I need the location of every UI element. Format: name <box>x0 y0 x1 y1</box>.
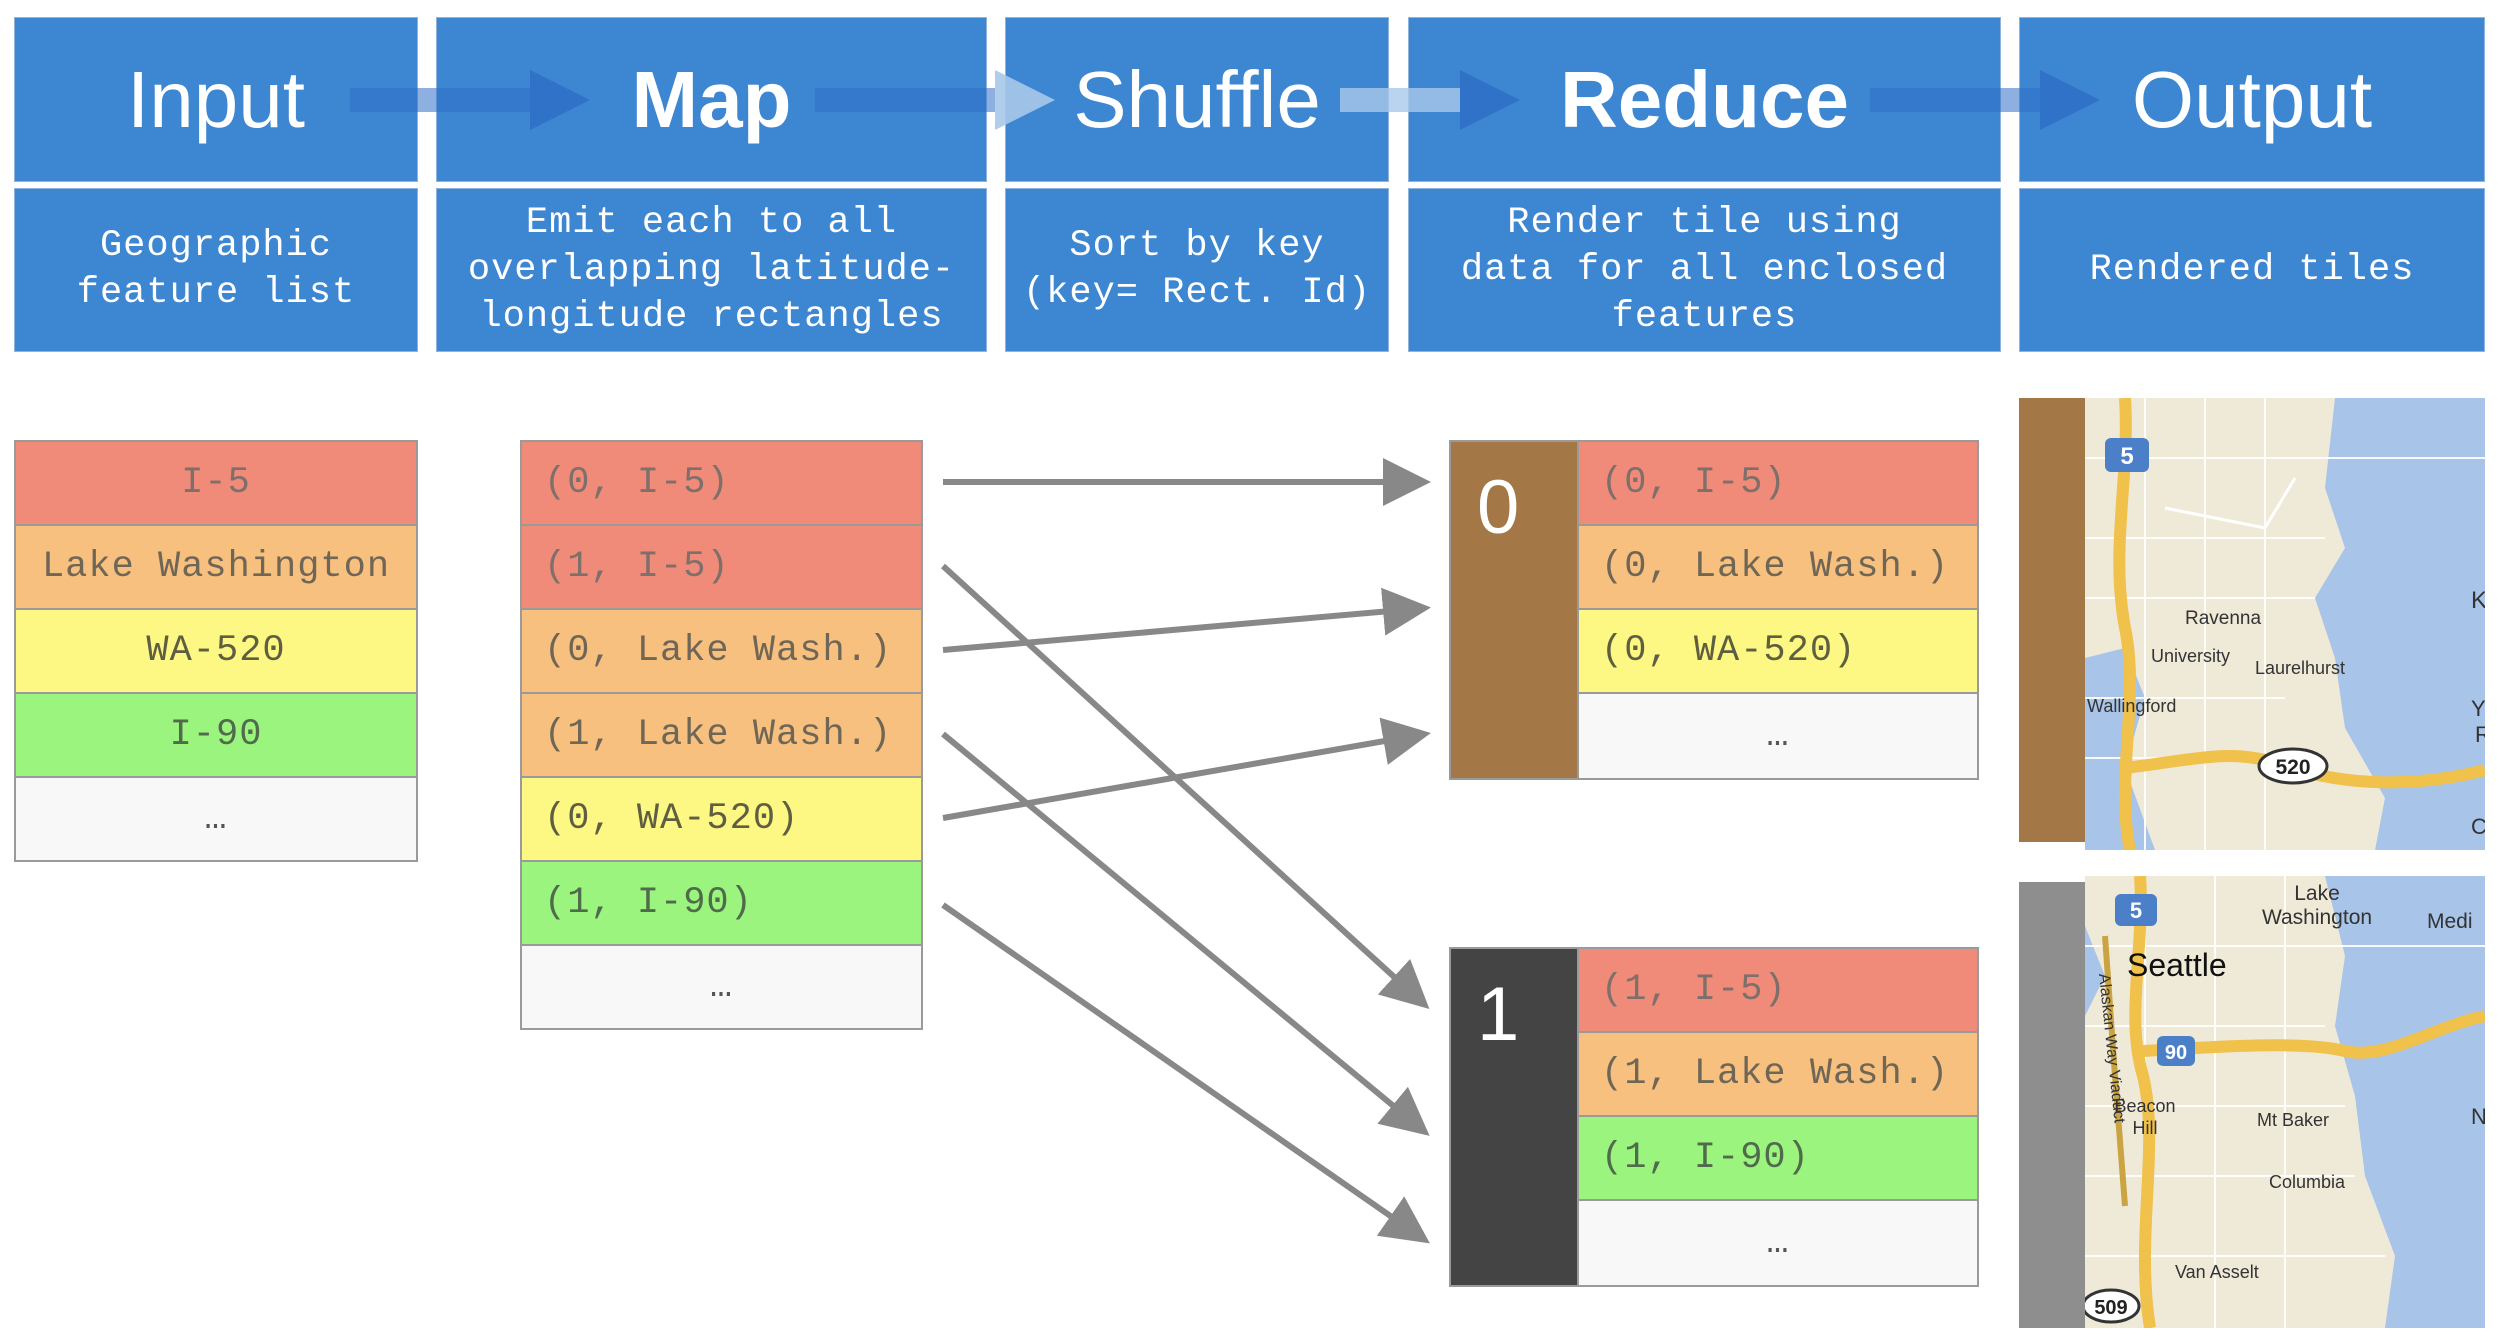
map-label: Lake <box>2294 882 2340 905</box>
stage-desc-input: Geographic feature list <box>14 188 418 352</box>
map-item: (1, I-5) <box>520 524 923 610</box>
map-label: Beacon <box>2114 1096 2175 1116</box>
desc-line: Rendered tiles <box>2089 248 2415 291</box>
map-label: Van Asselt <box>2175 1262 2259 1282</box>
map-label: 90 <box>2165 1042 2187 1064</box>
input-item: … <box>14 776 418 862</box>
tile-key-bar-1 <box>2019 882 2085 1328</box>
map-label: Washington <box>2262 906 2372 929</box>
map-label: Seattle <box>2127 947 2227 983</box>
reduce-key-1: 1 <box>1449 947 1579 1287</box>
connector-arrow <box>942 587 1431 653</box>
desc-line: (key= Rect. Id) <box>1022 272 1372 314</box>
stage-title-shuffle: Shuffle <box>1005 17 1389 182</box>
map-label: C <box>2471 814 2485 839</box>
map-label: Laurelhurst <box>2255 658 2345 678</box>
reduce-item: (0, WA-520) <box>1577 608 1979 694</box>
connector-arrow <box>942 717 1431 821</box>
desc-line: Emit each to all <box>525 201 898 244</box>
stage-desc-output: Rendered tiles <box>2019 188 2485 352</box>
reduce-item: … <box>1577 1199 1979 1287</box>
input-item: Lake Washington <box>14 524 418 610</box>
map-label: Y <box>2471 696 2485 721</box>
desc-line: overlapping latitude- <box>467 248 956 291</box>
map-item: (1, I-90) <box>520 860 923 946</box>
map-item: (0, Lake Wash.) <box>520 608 923 694</box>
input-item: I-90 <box>14 692 418 778</box>
map-label: N <box>2471 1104 2485 1129</box>
map-label: 520 <box>2275 756 2310 779</box>
reduce-item: (1, Lake Wash.) <box>1577 1031 1979 1117</box>
map-item: (0, I-5) <box>520 440 923 526</box>
tile-key-bar-0 <box>2019 398 2085 842</box>
desc-line: features <box>1611 295 1798 338</box>
desc-line: data for all enclosed <box>1460 248 1949 291</box>
map-label: 5 <box>2130 898 2142 923</box>
map-label: University <box>2151 646 2230 666</box>
connector-arrow <box>940 563 1430 1010</box>
desc-line: Sort by key <box>1069 225 1325 267</box>
map-item: (0, WA-520) <box>520 776 923 862</box>
reduce-key-0: 0 <box>1449 440 1579 780</box>
map-label: Hill <box>2133 1118 2158 1138</box>
rendered-map-tile-0: 5 Ravenna University Laurelhurst Walling… <box>2085 398 2485 850</box>
reduce-item: (1, I-5) <box>1577 947 1979 1033</box>
map-label: Columbia <box>2269 1172 2346 1192</box>
map-label: Medi <box>2427 910 2473 933</box>
input-item: I-5 <box>14 440 418 526</box>
rendered-map-tile-1: 5 Lake Washington Medi Seattle Alaskan W… <box>2085 876 2485 1328</box>
reduce-item: … <box>1577 692 1979 780</box>
map-label: 5 <box>2120 443 2133 470</box>
desc-line: feature list <box>76 272 356 314</box>
map-label: Ravenna <box>2185 608 2261 629</box>
desc-line: Render tile using <box>1507 201 1902 244</box>
map-label: 509 <box>2094 1297 2127 1319</box>
map-item: … <box>520 944 923 1030</box>
connector-arrow <box>941 731 1430 1136</box>
reduce-item: (0, Lake Wash.) <box>1577 524 1979 610</box>
map-label: Mt Baker <box>2257 1110 2329 1130</box>
map-label: K <box>2471 587 2485 614</box>
reduce-item: (1, I-90) <box>1577 1115 1979 1201</box>
desc-line: Geographic <box>99 225 333 267</box>
map-label: R <box>2475 722 2485 747</box>
reduce-item: (0, I-5) <box>1577 440 1979 526</box>
map-label: Wallingford <box>2087 696 2176 716</box>
stage-desc-shuffle: Sort by key (key= Rect. Id) <box>1005 188 1389 352</box>
desc-line: longitude rectangles <box>479 295 944 338</box>
input-item: WA-520 <box>14 608 418 694</box>
connector-arrow <box>941 902 1430 1244</box>
